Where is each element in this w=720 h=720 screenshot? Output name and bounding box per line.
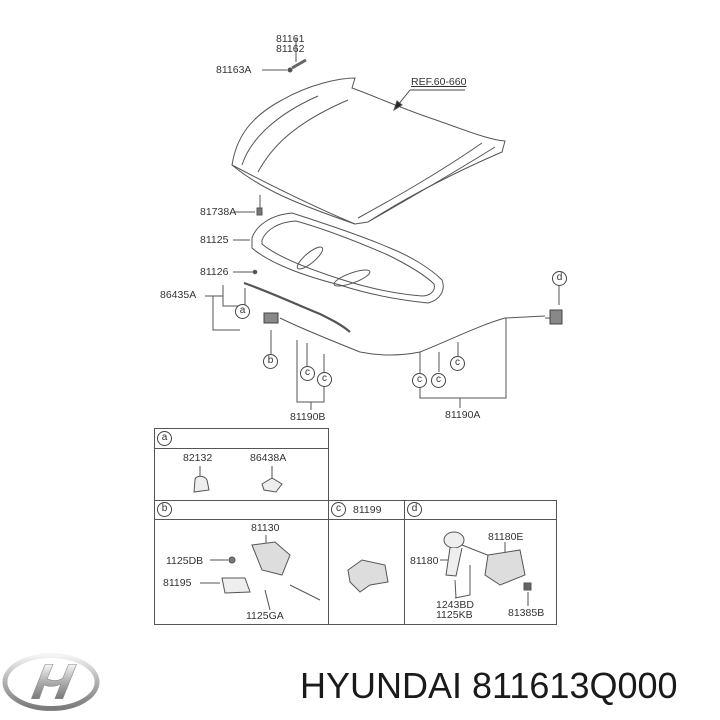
callout-81163a: 81163A [216,64,252,76]
box-c-letter: c [331,502,346,517]
callout-81126: 81126 [200,266,229,278]
hyundai-logo-icon [2,653,100,711]
part-81180e: 81180E [488,531,524,543]
part-81195: 81195 [163,577,192,589]
part-81385b: 81385B [508,607,545,619]
part-1125kb: 1125KB [436,609,473,621]
marker-c-1: c [300,366,315,381]
part-1243bd: 1243BD [436,599,474,611]
part-81130: 81130 [251,522,280,534]
part-81180: 81180 [410,555,439,567]
callout-81125: 81125 [200,234,229,246]
callout-81162: 81162 [276,43,305,55]
box-b-letter: b [157,502,172,517]
callout-86435a: 86435A [160,289,197,301]
marker-c-4: c [431,373,446,388]
part-81199: 81199 [353,504,382,516]
part-1125ga: 1125GA [246,610,284,622]
part-86438a: 86438A [250,452,287,464]
detail-box-a-header [154,428,329,449]
callout-81161: 81161 [276,33,305,45]
marker-c-3: c [412,373,427,388]
footer-title: HYUNDAI 811613Q000 [300,665,678,706]
callout-81738a: 81738A [200,206,237,218]
part-1125db: 1125DB [166,555,204,567]
marker-a: a [235,304,250,319]
marker-c-2: c [317,372,332,387]
ref-label: REF.60-660 [411,76,467,88]
callout-81190a: 81190A [445,409,481,421]
detail-box-d-header [404,500,557,520]
marker-d: d [552,271,567,286]
part-82132: 82132 [183,452,213,464]
marker-b: b [263,354,278,369]
box-a-letter: a [157,431,172,446]
box-d-letter: d [407,502,422,517]
callout-81190b: 81190B [290,411,326,423]
marker-c-5: c [450,356,465,371]
